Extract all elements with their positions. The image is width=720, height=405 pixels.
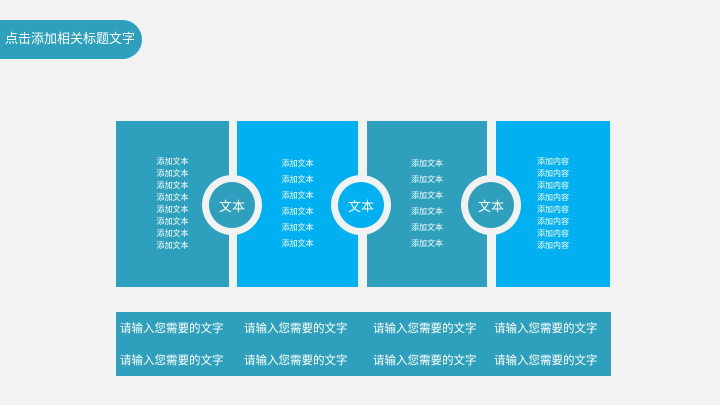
- panel-item: 添加内容: [537, 241, 569, 250]
- panel-item: 添加内容: [537, 193, 569, 202]
- panel-item: 添加内容: [537, 169, 569, 178]
- panel-item: 添加文本: [411, 159, 443, 168]
- circle-label: 文本: [209, 182, 255, 228]
- panel-item: 添加内容: [537, 181, 569, 190]
- circle-3: 文本: [461, 175, 521, 235]
- panel-item: 添加文本: [411, 175, 443, 184]
- panel-item: 添加文本: [156, 229, 189, 238]
- panel-item: 添加文本: [411, 191, 443, 200]
- panel-item: 添加文本: [281, 207, 314, 216]
- bottom-text: 请输入您需要的文字: [494, 321, 598, 335]
- panel-item: 添加文本: [156, 217, 189, 226]
- bottom-text: 请输入您需要的文字: [494, 353, 598, 367]
- panel-item: 添加文本: [281, 175, 314, 184]
- circle-label: 文本: [338, 182, 384, 228]
- panel-item: 添加文本: [156, 241, 189, 250]
- bottom-text: 请输入您需要的文字: [244, 321, 348, 335]
- panel-item: 添加文本: [411, 223, 443, 232]
- panel-item: 添加内容: [537, 205, 569, 214]
- panel-item: 添加文本: [281, 239, 314, 248]
- panel-item: 添加文本: [156, 181, 189, 190]
- bottom-text-bar: 请输入您需要的文字请输入您需要的文字请输入您需要的文字请输入您需要的文字请输入您…: [116, 312, 611, 376]
- panel-item: 添加文本: [411, 239, 443, 248]
- panel-item: 添加文本: [411, 207, 443, 216]
- bottom-text: 请输入您需要的文字: [120, 321, 224, 335]
- panel-item: 添加文本: [156, 169, 189, 178]
- panel-item: 添加内容: [537, 217, 569, 226]
- panel-item: 添加文本: [156, 193, 189, 202]
- bottom-text: 请输入您需要的文字: [373, 321, 477, 335]
- bottom-text: 请输入您需要的文字: [120, 353, 224, 367]
- panel-item: 添加文本: [281, 223, 314, 232]
- circle-1: 文本: [202, 175, 262, 235]
- circle-2: 文本: [331, 175, 391, 235]
- panel-item: 添加内容: [537, 229, 569, 238]
- bottom-text: 请输入您需要的文字: [244, 353, 348, 367]
- panel-item: 添加文本: [281, 191, 314, 200]
- circle-label: 文本: [468, 182, 514, 228]
- panel-item: 添加文本: [156, 157, 189, 166]
- panel-item: 添加文本: [281, 159, 314, 168]
- title-tag: 点击添加相关标题文字: [0, 20, 142, 59]
- bottom-text: 请输入您需要的文字: [373, 353, 477, 367]
- panel-item: 添加内容: [537, 157, 569, 166]
- panel-item: 添加文本: [156, 205, 189, 214]
